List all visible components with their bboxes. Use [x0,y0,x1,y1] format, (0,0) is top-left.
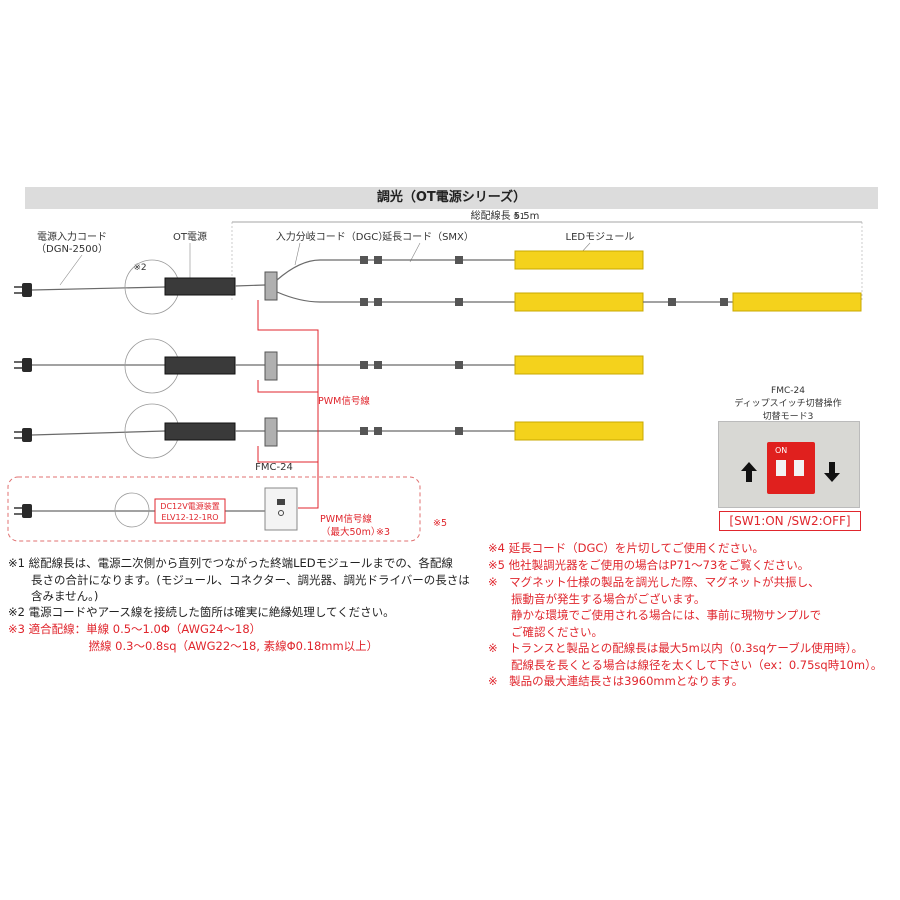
branch-wire-lower [276,291,360,303]
up-arrow-icon [741,462,757,482]
terminal-block [264,271,278,301]
note-1: ※1 総配線長は、電源二次側から直列でつながった終端LEDモジュールまでの、各配… [8,556,470,603]
branch-wire-upper [276,259,360,281]
dip-switch-body: ON [767,442,815,494]
dimmer-knob [277,499,285,505]
note-magnet: ※ マグネット仕様の製品を調光した際、マグネットが共振し、 振動音が発生する場合… [488,575,822,639]
note-transformer: ※ トランスと製品との配線長は最大5m以内（0.3sqケーブル使用時）。 配線長… [488,641,883,672]
power-cord-label: 電源入力コード [37,230,107,243]
connector [374,256,382,264]
connector [455,256,463,264]
dimmer-row: DC12V電源装置 ELV12-12-1RO [14,487,298,531]
connection-circle [114,492,150,528]
ot-power-unit [164,277,236,296]
connector [374,298,382,306]
connector [720,298,728,306]
note-5: ※5 他社製調光器をご使用の場合はP71～73をご覧ください。 [488,558,810,572]
connector [360,256,368,264]
connector [455,361,463,369]
terminal-block [264,417,278,447]
fmc-label: FMC-24 [255,462,293,473]
dip-on-label: ON [775,446,788,455]
led-module-label: LEDモジュール [566,232,635,243]
led-module-bar [514,292,644,312]
extension-cord-leader [409,242,421,263]
pwm-signal-line [298,462,319,509]
down-arrow-icon [824,462,840,482]
diagram-title: 調光（OT電源シリーズ） [25,187,878,209]
power-cord-wire [31,286,166,291]
plug-body [22,358,32,372]
ot-power-unit [164,356,236,375]
note3-marker: ※3 [376,527,390,538]
pwm-signal-lines [257,300,319,509]
note-4: ※4 延長コード（DGC）を片切してご使用ください。 [488,541,765,555]
total-length-note-marker: ※1 [513,212,525,221]
pwm-signal-line [257,300,319,392]
connector [360,427,368,435]
dip-model-label: FMC-24 [771,386,805,396]
total-length-label: 総配線長 5.5m [471,209,540,222]
dc-device-label-2: ELV12-12-1RO [161,513,218,522]
dimmer-screw [278,510,284,516]
dip-switch-photo: ON [718,421,860,508]
dip-caption-line1: ディップスイッチ切替操作 [734,397,841,409]
note-3: ※3 適合配線：単線 0.5～1.0Φ（AWG24～18） 撚線 0.3～0.8… [8,622,379,653]
plug-body [22,428,32,442]
power-cord-model-label: （DGN-2500） [36,243,108,255]
pwm-signal-label: PWM信号線 [318,395,370,407]
wire-to-branch [234,284,266,287]
led-module-bar [514,250,644,270]
note5-marker: ※5 [433,518,447,529]
note-2: ※2 電源コードやアース線を接続した箇所は確実に絶縁処理してください。 [8,605,395,619]
connector [360,361,368,369]
fmc-dimmer-unit [264,487,298,531]
plug-body [22,283,32,297]
terminal-block [264,351,278,381]
connector [374,361,382,369]
connector [455,298,463,306]
dip-switch-1 [776,460,786,476]
branch-cord-leader [294,242,301,266]
plug-body [22,504,32,518]
pwm-signal-line [257,446,318,463]
connector [668,298,676,306]
connector [455,427,463,435]
dip-caption-line2: 切替モード3 [763,410,814,422]
ot-power-unit [164,422,236,441]
pwm-max-label: （最大50m） [321,526,380,538]
row-2 [14,338,644,394]
connector [360,298,368,306]
note-max-length: ※ 製品の最大連結長さは3960mmとなります。 [488,674,744,688]
dimmer-group-boundary [7,476,421,542]
dip-switch-state: [SW1:ON /SW2:OFF] [719,511,861,531]
pwm-signal-line [257,380,318,393]
branch-cord-label: 入力分岐コード（DGC） [276,230,388,243]
dc-device-label-1: DC12V電源装置 [160,501,219,511]
power-cord-wire [31,430,166,436]
connector [374,427,382,435]
led-module-bar [514,355,644,375]
row-1 [14,250,862,315]
dc-power-device [154,498,226,524]
led-module-bar [514,421,644,441]
led-module-bar [732,292,862,312]
note2-marker: ※2 [133,263,146,273]
row-3 [14,403,644,459]
extension-cord-label: 延長コード（SMX） [382,231,474,243]
dip-switch-2 [794,460,804,476]
pwm-signal-label-2: PWM信号線 [320,513,372,525]
power-cord-leader [59,254,83,286]
ot-power-label: OT電源 [173,230,207,243]
